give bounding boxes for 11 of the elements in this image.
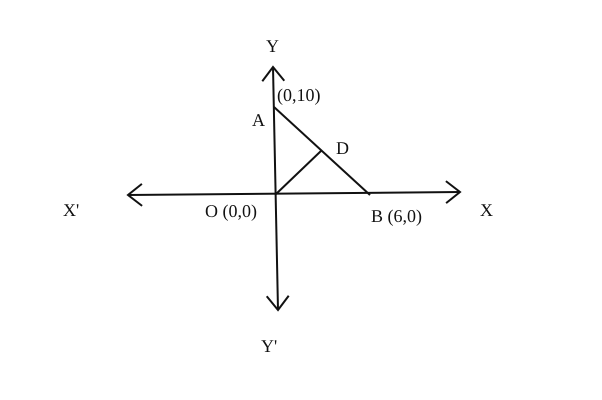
point-label: D	[336, 138, 349, 158]
point-label: A	[252, 110, 265, 130]
point-label: B (6,0)	[371, 206, 422, 226]
coordinate-label: (0,10)	[277, 85, 320, 105]
axis-label: X	[480, 200, 493, 220]
line-segment	[274, 149, 323, 196]
point-label: O (0,0)	[205, 201, 257, 221]
axis-label: X'	[63, 200, 80, 220]
axis-label: Y'	[261, 336, 278, 356]
line-segment	[273, 106, 371, 196]
axis-label: Y	[266, 36, 279, 56]
